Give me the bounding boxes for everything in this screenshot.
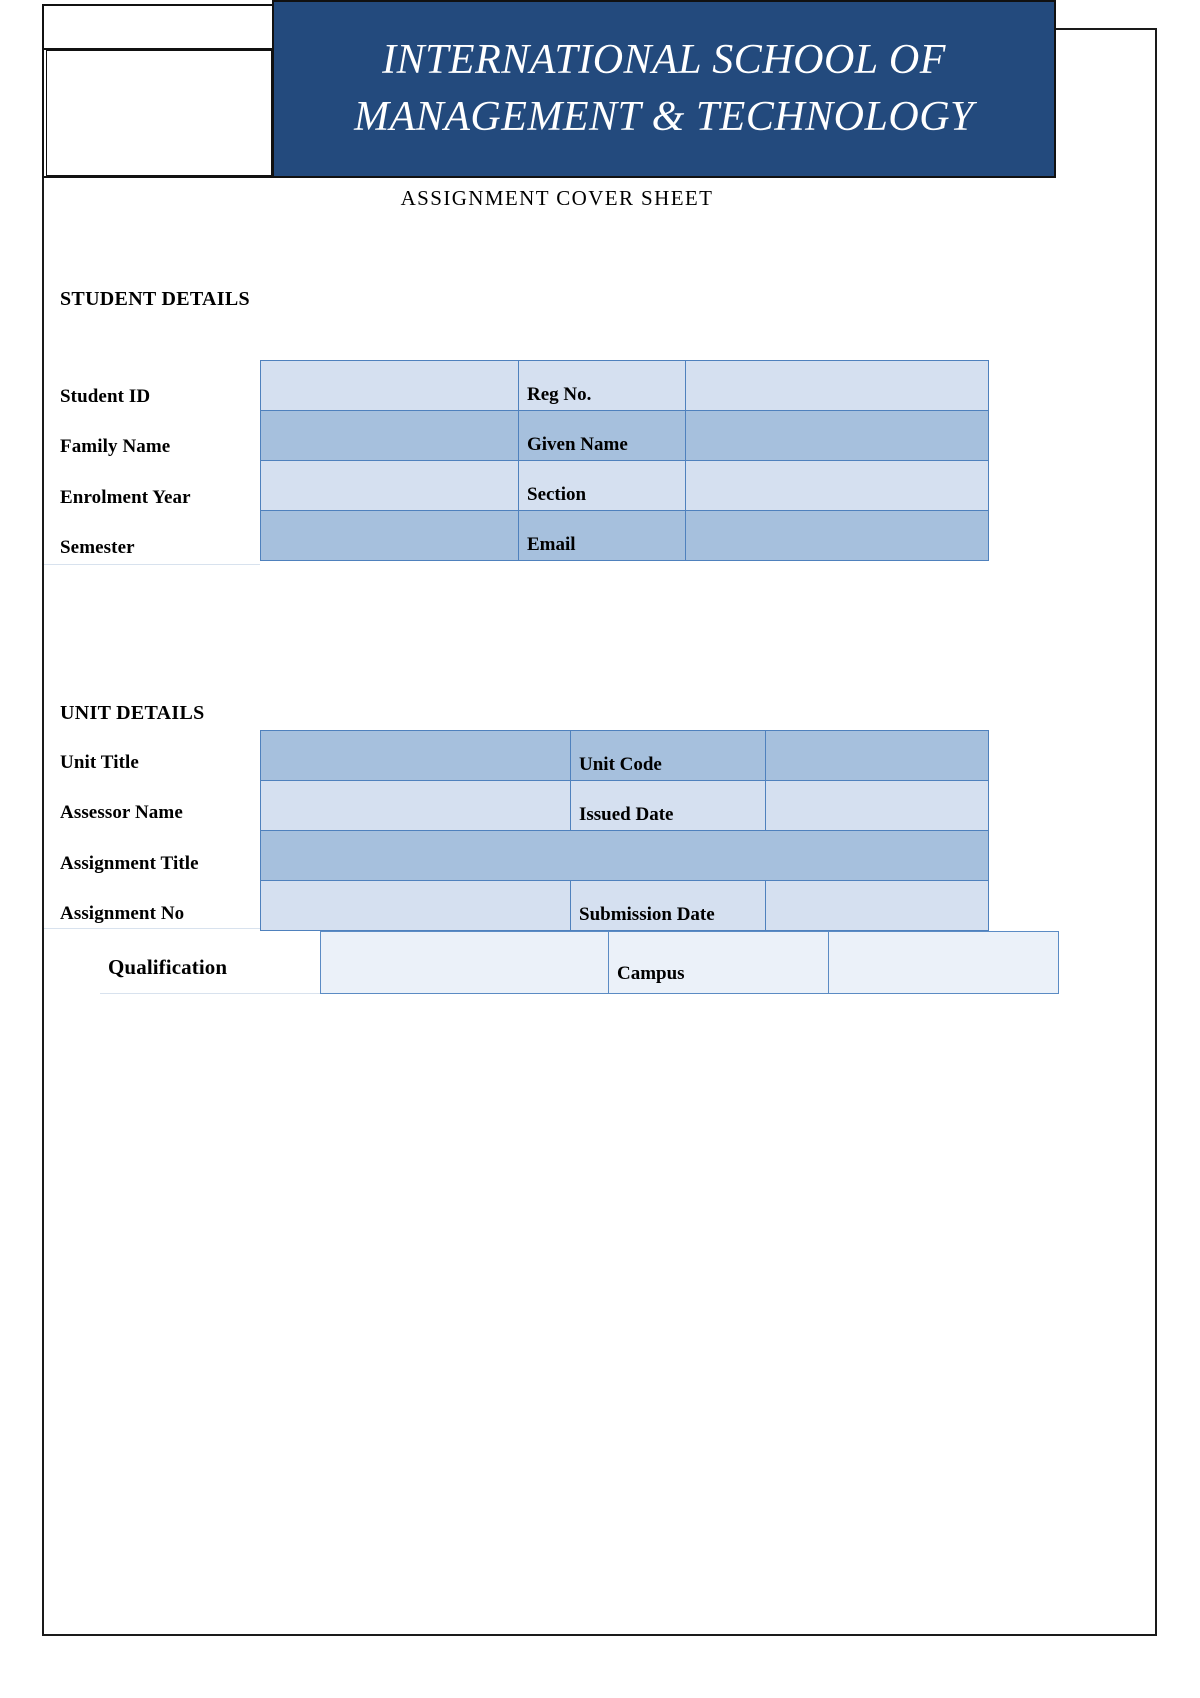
- label-qualification: Qualification: [108, 955, 228, 979]
- reg-no-label: Reg No.: [518, 360, 686, 411]
- logo-box-divider: [44, 48, 272, 50]
- unit-label-rule: [44, 928, 260, 929]
- label-semester: Semester: [60, 537, 135, 558]
- unit-code-label: Unit Code: [570, 730, 766, 781]
- issued-date-label: Issued Date: [570, 780, 766, 831]
- submission-date-input[interactable]: [765, 880, 989, 931]
- table-row: [260, 830, 989, 881]
- student-details-table: Reg No. Given Name Section Email: [260, 360, 989, 561]
- assessor-name-input[interactable]: [260, 780, 571, 831]
- school-name-text: INTERNATIONAL SCHOOL OF MANAGEMENT & TEC…: [354, 37, 974, 140]
- campus-label: Campus: [608, 931, 829, 994]
- student-details-heading: STUDENT DETAILS: [60, 288, 250, 310]
- document-header: INTERNATIONAL SCHOOL OF MANAGEMENT & TEC…: [0, 0, 1200, 180]
- label-assessor-name: Assessor Name: [60, 802, 183, 823]
- school-name-banner: INTERNATIONAL SCHOOL OF MANAGEMENT & TEC…: [272, 0, 1056, 178]
- email-input[interactable]: [685, 510, 989, 561]
- campus-input[interactable]: [828, 931, 1059, 994]
- logo-placeholder-box: [42, 4, 274, 178]
- email-label: Email: [518, 510, 686, 561]
- given-name-input[interactable]: [685, 410, 989, 461]
- semester-input[interactable]: [260, 510, 519, 561]
- reg-no-input[interactable]: [685, 360, 989, 411]
- section-label: Section: [518, 460, 686, 511]
- student-id-input[interactable]: [260, 360, 519, 411]
- unit-title-input[interactable]: [260, 730, 571, 781]
- qualification-input[interactable]: [320, 931, 609, 994]
- table-row: Unit Code: [260, 730, 989, 781]
- table-row: Submission Date: [260, 880, 989, 931]
- label-enrolment-year: Enrolment Year: [60, 487, 191, 508]
- logo-inner-box: [46, 50, 272, 176]
- enrolment-year-input[interactable]: [260, 460, 519, 511]
- table-row: Given Name: [260, 410, 989, 461]
- table-row: Reg No.: [260, 360, 989, 411]
- label-unit-title: Unit Title: [60, 752, 139, 773]
- page-title: ASSIGNMENT COVER SHEET: [400, 186, 714, 210]
- unit-code-input[interactable]: [765, 730, 989, 781]
- unit-details-heading: UNIT DETAILS: [60, 702, 205, 724]
- given-name-label: Given Name: [518, 410, 686, 461]
- family-name-input[interactable]: [260, 410, 519, 461]
- qualification-label-rule: [100, 993, 322, 994]
- issued-date-input[interactable]: [765, 780, 989, 831]
- section-input[interactable]: [685, 460, 989, 511]
- table-row: Section: [260, 460, 989, 511]
- student-label-rule: [44, 564, 260, 565]
- label-student-id: Student ID: [60, 386, 151, 407]
- table-row: Email: [260, 510, 989, 561]
- assignment-title-input[interactable]: [260, 830, 989, 881]
- label-assignment-no: Assignment No: [60, 903, 185, 924]
- table-row: Campus: [320, 931, 1059, 994]
- label-assignment-title: Assignment Title: [60, 853, 199, 874]
- table-row: Issued Date: [260, 780, 989, 831]
- assignment-no-input[interactable]: [260, 880, 571, 931]
- qualification-table: Campus: [320, 931, 1059, 994]
- label-family-name: Family Name: [60, 436, 171, 457]
- unit-details-table: Unit Code Issued Date Submission Date: [260, 730, 989, 931]
- submission-date-label: Submission Date: [570, 880, 766, 931]
